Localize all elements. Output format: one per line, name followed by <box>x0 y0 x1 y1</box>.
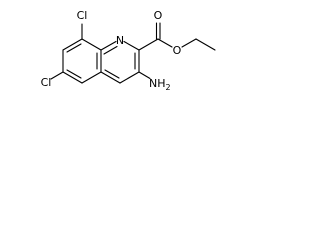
bond-c6-c5-double <box>66 69 82 79</box>
atom-label-cl-top: Cl <box>77 9 88 22</box>
benzo-ring <box>62 38 102 84</box>
bond-c6-cl <box>50 71 64 80</box>
amine-text: NH <box>149 77 166 90</box>
chemical-structure: Cl Cl N O O NH2 <box>41 9 216 92</box>
bond-c8a-c8 <box>81 38 102 51</box>
bond-c6-c5 <box>62 71 83 84</box>
bond-c2-carbonyl <box>138 38 159 51</box>
amine-subscript: 2 <box>166 83 171 92</box>
pyridine-ring <box>100 40 140 84</box>
bond-c3-c4 <box>119 71 140 84</box>
atom-label-oxygen-carbonyl: O <box>154 9 163 22</box>
bond-c8a-n1 <box>100 40 117 51</box>
bond-c4-c4a <box>100 71 121 84</box>
atom-labels: Cl Cl N O O NH2 <box>41 9 182 92</box>
bond-c8a-n1-double <box>103 45 118 55</box>
atom-label-amine: NH2 <box>149 77 171 92</box>
atom-label-nitrogen: N <box>116 34 124 47</box>
bond-c4-c4a-double <box>104 69 120 79</box>
bond-oester-ch2 <box>181 38 197 48</box>
substituents <box>50 22 216 80</box>
bond-c8-c7-double <box>66 43 82 53</box>
atom-label-cl-left: Cl <box>41 76 52 89</box>
bond-c5-c4a <box>81 71 102 84</box>
bond-ch2-ch3 <box>195 38 216 51</box>
bond-c8-c7 <box>62 38 83 51</box>
atom-label-oxygen-ester: O <box>173 44 182 57</box>
bond-carbonyl-oester <box>157 38 173 48</box>
bond-n1-c2 <box>123 40 140 51</box>
bond-c3-nh2 <box>138 71 151 80</box>
